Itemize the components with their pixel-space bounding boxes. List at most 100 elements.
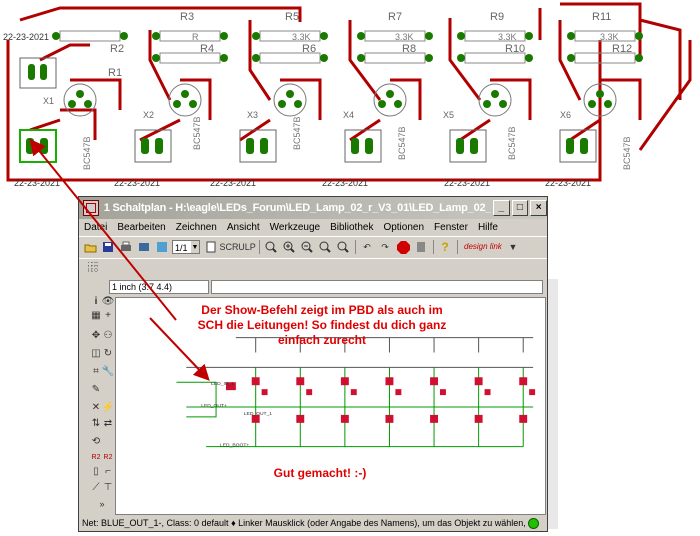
undo-icon[interactable]: ↶ (363, 241, 371, 252)
resistor-label: R6 (302, 43, 316, 55)
zoom-select-icon[interactable] (336, 240, 350, 254)
rotate-icon[interactable]: ↻ (103, 348, 113, 359)
transistor-outline (168, 83, 202, 117)
grid-icon[interactable] (87, 261, 101, 275)
menu-optionen[interactable]: Optionen (383, 221, 425, 233)
delete-icon[interactable]: ✕ (91, 402, 101, 413)
transistor-outline (273, 83, 307, 117)
connector-pad (580, 138, 588, 154)
connector-pad (260, 138, 268, 154)
board-icon[interactable] (155, 240, 169, 254)
design-link-logo[interactable]: design link (464, 242, 502, 251)
schematic-transistor (430, 414, 439, 423)
connector-outline (19, 57, 57, 89)
resistor-label: R8 (402, 43, 416, 55)
move-icon[interactable]: ✥ (91, 330, 101, 341)
resistor-pad (152, 54, 160, 62)
schematic-transistor (340, 414, 349, 423)
zoom-fit-icon[interactable] (264, 240, 278, 254)
schematic-resistor (340, 377, 349, 386)
annotation-line-1: Der Show-Befehl zeigt im PBD als auch im (201, 303, 443, 317)
paste-icon[interactable]: ✎ (91, 384, 101, 395)
resistor-value-label: 3.3K (600, 32, 619, 42)
resistor-pad (525, 32, 533, 40)
show-icon[interactable]: 👁 (101, 296, 115, 307)
schematic-canvas[interactable]: LED_OUT_1 LED_IN_1 LED_BOOT+ LED_OUT+ (115, 297, 546, 515)
menu-zeichnen[interactable]: Zeichnen (175, 221, 217, 233)
more-tools-icon[interactable]: » (99, 499, 105, 509)
menu-ansicht[interactable]: Ansicht (226, 221, 260, 233)
net-label-led-out: LED_OUT+ (201, 403, 227, 409)
resistor-label: R3 (180, 11, 194, 23)
net-icon[interactable]: ⊤ (103, 482, 113, 493)
pcb-date-2: 22-23-2021 (114, 178, 160, 188)
value-icon[interactable]: R2 (103, 454, 113, 461)
resistor-pad (425, 54, 433, 62)
resistor-value-label: 3.3K (498, 32, 517, 42)
copy-icon[interactable]: ⚇ (103, 330, 113, 341)
script-icon[interactable]: SCR (219, 242, 239, 252)
gateswap-icon[interactable]: ⇄ (103, 418, 113, 429)
menu-fenster[interactable]: Fenster (434, 221, 468, 233)
save-icon[interactable] (101, 240, 115, 254)
help-icon[interactable]: ? (441, 240, 449, 254)
zoom-out-icon[interactable] (300, 240, 314, 254)
connector-outline (559, 129, 597, 163)
resistor-outline (59, 30, 121, 42)
pcb-trace (148, 30, 172, 101)
highlighted-connector (19, 129, 57, 163)
pcb-trace (638, 40, 692, 151)
change-icon[interactable]: 🔧 (101, 366, 115, 377)
schematic-led (529, 389, 536, 396)
resistor-pad (457, 54, 465, 62)
connector-outline (449, 129, 487, 163)
add-icon[interactable]: ⚡ (101, 402, 115, 413)
stop-icon[interactable] (396, 240, 410, 254)
print-icon[interactable] (119, 240, 133, 254)
net-label-in: LED_IN_1 (211, 381, 234, 387)
toolbar-separator (259, 240, 260, 254)
annotation-good: Gut gemacht! :-) (273, 466, 367, 480)
resistor-label: R4 (200, 43, 214, 55)
resistor-label: R9 (490, 11, 504, 23)
menu-hilfe[interactable]: Hilfe (477, 221, 498, 233)
schematic-led (484, 389, 491, 396)
vertical-scrollbar[interactable] (548, 279, 558, 529)
smash-icon[interactable]: ▯ (93, 466, 99, 477)
transistor-pad (378, 100, 386, 108)
go-icon[interactable] (414, 240, 428, 254)
menu-datei[interactable]: Datei (84, 221, 108, 233)
transistor-label: BC547B (82, 136, 92, 170)
transistor-label: BC547B (292, 116, 302, 150)
pcb-trace (70, 78, 122, 110)
name-icon[interactable]: R2 (91, 454, 101, 461)
logo-dropdown-icon[interactable]: ▼ (508, 242, 518, 252)
sheet-select[interactable]: 1/1▼ (172, 240, 200, 254)
replace-icon[interactable]: ⟲ (91, 436, 101, 447)
pcb-trace (248, 20, 272, 101)
maximize-button[interactable]: □ (511, 200, 529, 216)
mirror-icon[interactable]: ◫ (91, 348, 101, 359)
redraw-icon[interactable] (318, 240, 332, 254)
command-input[interactable] (211, 280, 543, 294)
schematic-window[interactable]: 1 Schaltplan - H:\eagle\LEDs_Forum\LED_L… (78, 196, 548, 532)
redo-icon[interactable]: ↷ (381, 241, 389, 252)
menu-werkzeuge[interactable]: Werkzeuge (269, 221, 321, 233)
schematic-resistor (474, 377, 483, 386)
mark-icon[interactable]: + (105, 310, 111, 321)
sheet-add-icon[interactable] (204, 240, 218, 254)
window-title: 1 Schaltplan - H:\eagle\LEDs_Forum\LED_L… (103, 202, 491, 214)
cam-icon[interactable] (137, 240, 151, 254)
menu-bearbeiten[interactable]: Bearbeiten (117, 221, 166, 233)
menu-bibliothek[interactable]: Bibliothek (330, 221, 374, 233)
miter-icon[interactable]: ⌐ (105, 466, 111, 477)
open-icon[interactable] (83, 240, 97, 254)
split-icon[interactable]: ⟋ (92, 482, 100, 493)
minimize-button[interactable]: _ (492, 200, 510, 216)
group-icon[interactable]: ⌗ (93, 366, 99, 377)
ulp-icon[interactable]: ULP (238, 242, 256, 252)
zoom-in-icon[interactable] (282, 240, 296, 254)
pinswap-icon[interactable]: ⇅ (91, 418, 101, 429)
window-titlebar[interactable]: 1 Schaltplan - H:\eagle\LEDs_Forum\LED_L… (79, 197, 547, 219)
close-button[interactable]: × (530, 200, 547, 216)
